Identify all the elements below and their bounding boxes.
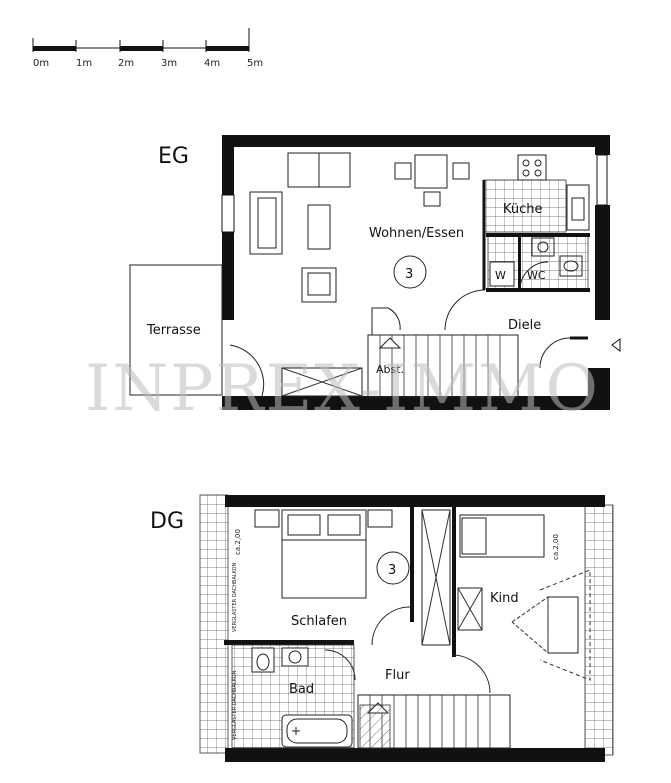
scale-tick-5: 5m [247, 58, 263, 69]
scale-tick-3: 3m [161, 58, 177, 69]
dg-height-note-right: ca.2,00 [552, 534, 560, 560]
eg-room-w: W [495, 269, 506, 282]
dg-room-bad: Bad [289, 682, 314, 697]
dg-height-note-left: ca.2,00 [234, 529, 242, 555]
eg-room-kueche: Küche [503, 202, 543, 217]
eg-room-wc: WC [527, 269, 546, 282]
eg-floor-label: EG [158, 144, 189, 169]
watermark: INPREX-IMMO [85, 352, 600, 426]
eg-floor-plan: EG [129, 135, 621, 410]
dg-floor-label: DG [150, 509, 184, 534]
eg-room-terrasse: Terrasse [146, 323, 201, 338]
dg-floor-plan: DG [150, 494, 614, 762]
dg-circle-number: 3 [388, 563, 396, 578]
dg-side-note-upper: VERGLASTER DACHBALKON [232, 562, 238, 632]
eg-circle-number: 3 [405, 267, 413, 282]
dg-room-flur: Flur [385, 668, 410, 683]
scale-bar: 0m 1m 2m 3m 4m 5m [32, 28, 263, 69]
eg-room-abst: Abst. [376, 363, 404, 376]
scale-tick-2: 2m [118, 58, 134, 69]
dg-room-schlafen: Schlafen [291, 614, 347, 629]
scale-tick-1: 1m [76, 58, 92, 69]
dg-room-kind: Kind [490, 591, 519, 606]
scale-tick-0: 0m [33, 58, 49, 69]
eg-room-diele: Diele [508, 318, 541, 333]
scale-tick-4: 4m [204, 58, 220, 69]
eg-room-wohnen-essen: Wohnen/Essen [369, 226, 464, 241]
dg-side-note-lower: VERGLASTER DACHBALKON [232, 670, 238, 740]
